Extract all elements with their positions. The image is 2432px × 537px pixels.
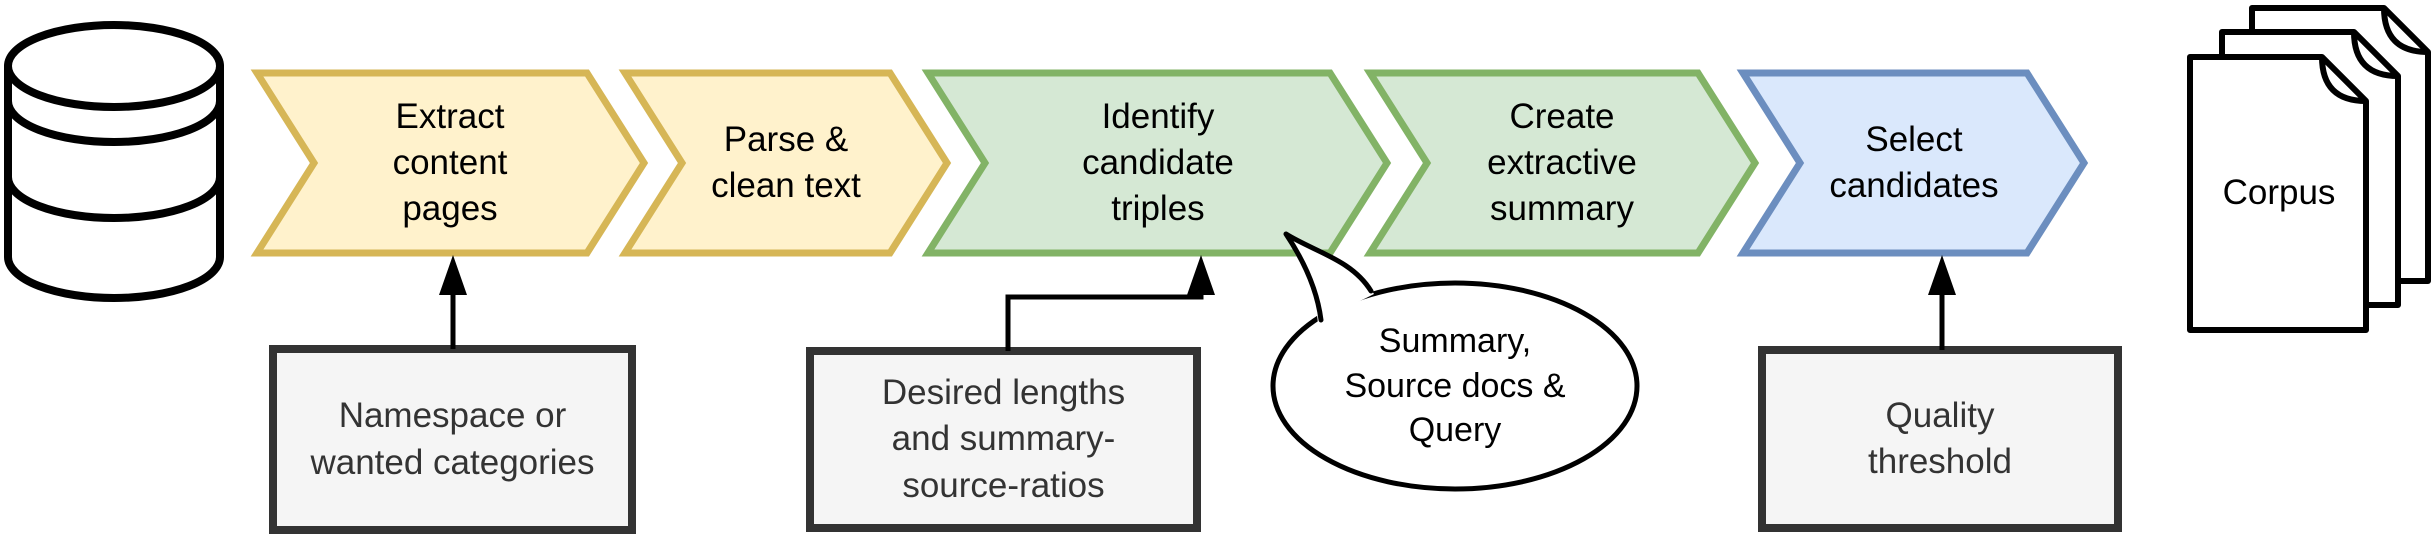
arrowhead-icon xyxy=(1187,255,1215,295)
arrow-elbow-shaft xyxy=(1005,290,1204,351)
step-chevron-select-candidates xyxy=(1736,69,2089,257)
arrow-quality-to-select xyxy=(1928,255,1956,350)
document-page-front xyxy=(2187,54,2369,333)
document-stack-icon xyxy=(2187,5,2431,333)
database-cylinder-icon xyxy=(4,21,224,302)
param-box-quality-threshold xyxy=(1758,346,2122,532)
step-chevron-identify-candidate-triples xyxy=(921,69,1392,257)
callout-tail-fill xyxy=(1286,234,1374,324)
callout-bubble xyxy=(1270,231,1640,492)
database-ring-1 xyxy=(4,97,224,146)
document-fold-back xyxy=(2381,7,2429,55)
document-fold-middle xyxy=(2351,31,2399,79)
step-chevron-parse-clean-text xyxy=(618,69,952,257)
step-chevron-create-extractive-summary xyxy=(1363,69,1760,257)
arrow-lengths-to-identify xyxy=(1005,255,1215,351)
param-box-namespace xyxy=(269,345,636,534)
document-fold-front xyxy=(2319,56,2367,104)
callout-tail-outline xyxy=(1283,231,1374,323)
database-lid xyxy=(4,21,224,111)
arrowhead-icon xyxy=(439,255,467,295)
param-box-desired-lengths xyxy=(806,347,1201,532)
database-ring-2 xyxy=(4,173,224,222)
arrow-namespace-to-extract xyxy=(439,255,467,349)
step-chevron-extract-content-pages xyxy=(250,69,649,257)
callout-ellipse xyxy=(1270,280,1640,492)
arrowhead-icon xyxy=(1928,255,1956,295)
database-body xyxy=(4,62,224,302)
